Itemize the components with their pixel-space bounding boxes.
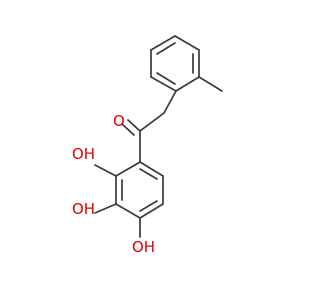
double-bond	[139, 168, 158, 180]
bond	[115, 161, 141, 177]
double-bond	[139, 200, 158, 212]
double-bond	[156, 72, 176, 85]
hydroxyl-bond	[94, 164, 117, 177]
hydroxyl-bond	[94, 203, 117, 214]
hydroxyl-label-2: OH	[72, 200, 95, 218]
methyl-bond	[198, 76, 223, 92]
hydroxyl-label-3: OH	[132, 238, 155, 256]
carbonyl-bond	[127, 119, 141, 132]
bond	[174, 35, 200, 51]
bond	[139, 203, 164, 219]
bond	[150, 76, 177, 92]
bond	[175, 76, 200, 92]
ch2-bond	[163, 90, 177, 114]
molecule-structure-diagram: O OH OH OH	[72, 35, 223, 256]
carbonyl-bond	[121, 123, 135, 136]
carbonyl-oxygen-label: O	[113, 112, 125, 130]
hydroxyl-label-1: OH	[72, 145, 95, 163]
bond	[115, 203, 141, 219]
double-bond	[156, 42, 176, 55]
ch2-bond	[139, 112, 165, 132]
tolyl-ring	[150, 35, 200, 92]
bond	[139, 161, 164, 177]
bond	[150, 35, 176, 51]
trihydroxyphenyl-ring	[115, 161, 164, 219]
